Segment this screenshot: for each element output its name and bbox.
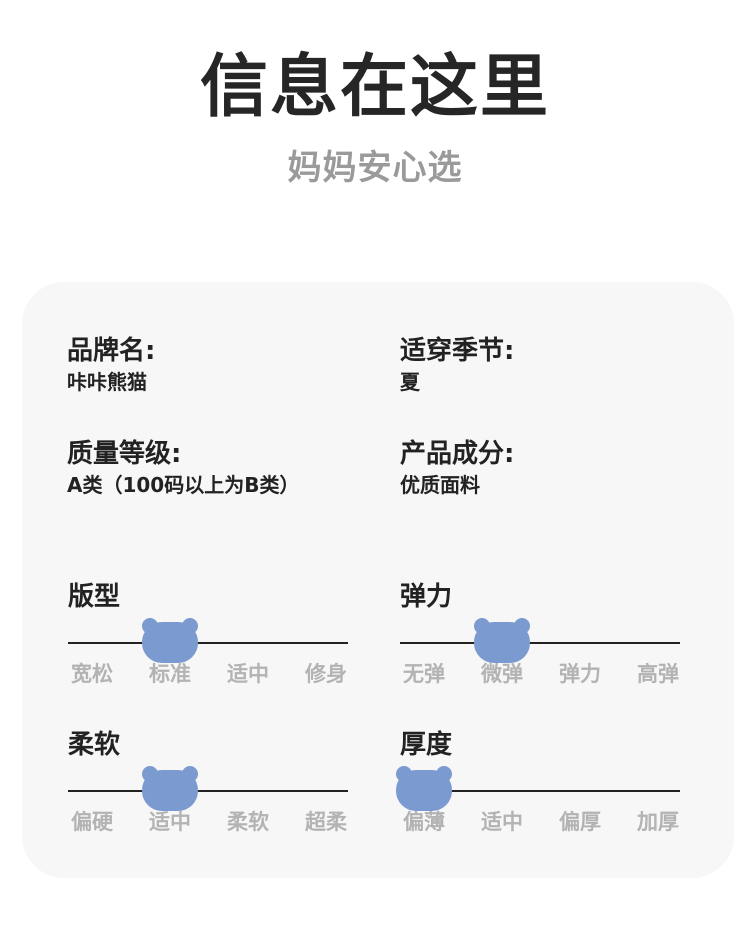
elasticity-option-4: 高弹 bbox=[637, 662, 679, 686]
fit-option-3: 适中 bbox=[227, 662, 269, 686]
brand-value: 咔咔熊猫 bbox=[67, 370, 147, 394]
fit-scale: 版型 宽松 标准 适中 修身 bbox=[68, 580, 350, 700]
brand-label: 品牌名: bbox=[67, 336, 156, 366]
fit-scale-line bbox=[68, 642, 348, 644]
softness-scale-title: 柔软 bbox=[68, 730, 121, 760]
thickness-option-4: 加厚 bbox=[637, 810, 679, 834]
composition-info: 产品成分: 优质面料 bbox=[400, 437, 514, 499]
season-info: 适穿季节: 夏 bbox=[400, 334, 514, 396]
softness-scale-options: 偏硬 适中 柔软 超柔 bbox=[68, 808, 350, 836]
grade-label: 质量等级: bbox=[67, 439, 182, 469]
grade-value: A类（100码以上为B类） bbox=[67, 473, 300, 497]
elasticity-scale-options: 无弹 微弹 弹力 高弹 bbox=[400, 660, 682, 688]
fit-option-4: 修身 bbox=[305, 662, 347, 686]
fit-option-1: 宽松 bbox=[71, 662, 113, 686]
thickness-scale-line bbox=[400, 790, 680, 792]
grade-info: 质量等级: A类（100码以上为B类） bbox=[67, 437, 299, 499]
elasticity-scale-line bbox=[400, 642, 680, 644]
fit-option-2: 标准 bbox=[149, 662, 191, 686]
thickness-scale-title: 厚度 bbox=[400, 730, 453, 760]
fit-scale-title: 版型 bbox=[68, 582, 121, 612]
thickness-option-2: 适中 bbox=[481, 810, 523, 834]
season-value: 夏 bbox=[400, 370, 420, 394]
info-card: 品牌名: 咔咔熊猫 适穿季节: 夏 质量等级: A类（100码以上为B类） 产品… bbox=[22, 282, 734, 878]
softness-scale-line bbox=[68, 790, 348, 792]
page-subtitle: 妈妈安心选 bbox=[287, 148, 463, 188]
thickness-option-1: 偏薄 bbox=[403, 810, 445, 834]
bear-head-icon bbox=[142, 618, 198, 663]
composition-value: 优质面料 bbox=[400, 473, 480, 497]
bear-head-icon bbox=[396, 766, 452, 811]
thickness-scale: 厚度 偏薄 适中 偏厚 加厚 bbox=[396, 728, 682, 848]
season-label: 适穿季节: bbox=[400, 336, 515, 366]
softness-option-2: 适中 bbox=[149, 810, 191, 834]
elasticity-scale-title: 弹力 bbox=[400, 582, 453, 612]
brand-info: 品牌名: 咔咔熊猫 bbox=[67, 334, 155, 396]
bear-head-icon bbox=[474, 618, 530, 663]
elasticity-option-1: 无弹 bbox=[403, 662, 445, 686]
softness-option-3: 柔软 bbox=[227, 810, 269, 834]
elasticity-option-2: 微弹 bbox=[481, 662, 523, 686]
page-title: 信息在这里 bbox=[199, 48, 550, 127]
softness-option-1: 偏硬 bbox=[71, 810, 113, 834]
composition-label: 产品成分: bbox=[400, 439, 515, 469]
thickness-option-3: 偏厚 bbox=[559, 810, 601, 834]
softness-option-4: 超柔 bbox=[305, 810, 347, 834]
bear-head-icon bbox=[142, 766, 198, 811]
softness-scale: 柔软 偏硬 适中 柔软 超柔 bbox=[68, 728, 350, 848]
elasticity-scale: 弹力 无弹 微弹 弹力 高弹 bbox=[400, 580, 682, 700]
thickness-scale-options: 偏薄 适中 偏厚 加厚 bbox=[400, 808, 682, 836]
fit-scale-options: 宽松 标准 适中 修身 bbox=[68, 660, 350, 688]
elasticity-option-3: 弹力 bbox=[559, 662, 601, 686]
